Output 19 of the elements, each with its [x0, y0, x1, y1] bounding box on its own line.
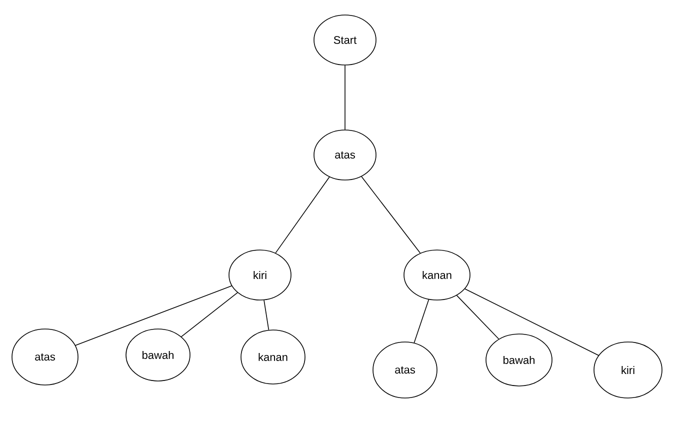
connector-line [180, 292, 238, 338]
connector-line [344, 65, 346, 130]
ellipse-node: Start [314, 14, 376, 66]
connector-line [361, 176, 421, 254]
ellipse-node: kanan [404, 250, 470, 300]
ellipse-node: atas [314, 130, 376, 180]
connector-line [264, 300, 270, 330]
ellipse-node: bawah [126, 328, 190, 382]
connector-line [75, 285, 232, 346]
ellipse-node: kiri [594, 342, 662, 398]
connector-line [464, 288, 599, 356]
connector-line [414, 299, 430, 344]
ellipse-node: bawah [486, 334, 552, 386]
ellipse-node: kiri [228, 250, 292, 300]
ellipse-node: atas [12, 328, 78, 386]
ellipse-node: kanan [240, 330, 306, 384]
connector-line [456, 295, 500, 340]
ellipse-node: atas [372, 342, 438, 398]
connector-line [275, 176, 330, 254]
